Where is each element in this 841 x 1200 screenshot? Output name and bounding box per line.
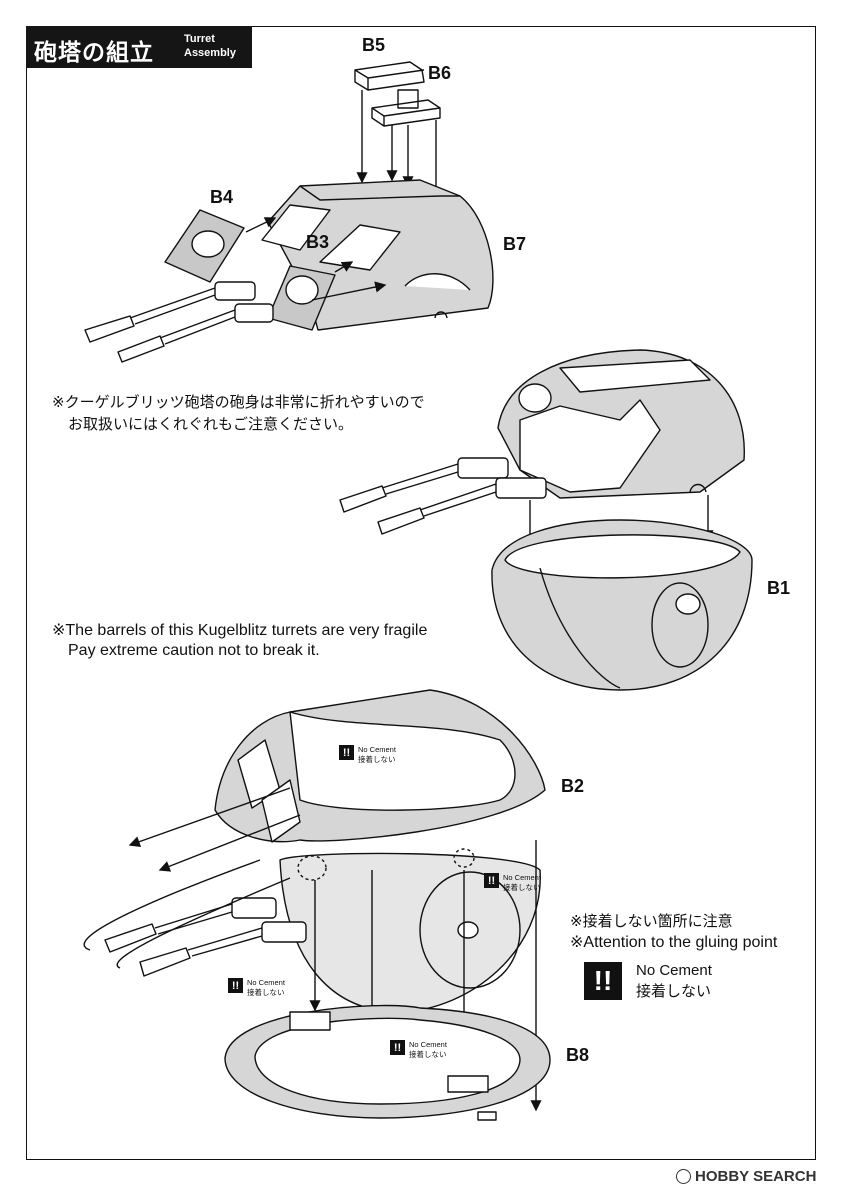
fragile-note-en-line2: Pay extreme caution not to break it. xyxy=(68,642,320,659)
watermark: HOBBY SEARCH xyxy=(676,1168,816,1185)
no-cement-label-en: No Cement xyxy=(636,962,712,979)
gluing-note-jp: ※接着しない箇所に注意 xyxy=(570,912,733,930)
gluing-note-en: ※Attention to the gluing point xyxy=(570,934,778,951)
no-cement-icon: !! xyxy=(484,873,499,888)
no-cement-icon: !! xyxy=(339,745,354,760)
part-label-b1: B1 xyxy=(767,578,791,598)
fragile-note-jp-line2: お取扱いにはくれぐれもご注意ください。 xyxy=(68,415,354,433)
part-label-b2: B2 xyxy=(561,776,585,796)
part-label-b8: B8 xyxy=(566,1045,590,1065)
no-cement-label-en: No Cement xyxy=(358,745,396,754)
no-cement-label-en: No Cement xyxy=(409,1040,447,1049)
part-label-b4: B4 xyxy=(210,187,234,207)
no-cement-label-jp: 接着しない xyxy=(247,988,285,997)
turret-middle-assembly xyxy=(339,349,753,691)
no-cement-label-jp: 接着しない xyxy=(358,755,396,764)
part-label-b7: B7 xyxy=(503,234,527,254)
watermark-text: HOBBY SEARCH xyxy=(695,1168,817,1185)
no-cement-label-en: No Cement xyxy=(503,873,541,882)
no-cement-label-jp: 接着しない xyxy=(503,883,541,892)
hobby-search-logo-icon xyxy=(676,1169,691,1184)
fragile-note-jp-line1: ※クーゲルブリッツ砲塔の砲身は非常に折れやすいので xyxy=(52,393,425,411)
section-title-jp: 砲塔の組立 xyxy=(34,40,154,66)
no-cement-legend: !! No Cement 接着しない xyxy=(584,962,712,1002)
section-title-en-line2: Assembly xyxy=(184,47,236,59)
gluing-legend: ※接着しない箇所に注意 ※Attention to the gluing poi… xyxy=(570,910,777,954)
part-label-b3: B3 xyxy=(306,232,330,252)
turret-bottom-assembly xyxy=(83,689,551,1121)
no-cement-label-jp: 接着しない xyxy=(636,983,712,1000)
part-label-b5: B5 xyxy=(362,35,386,55)
section-title-en-line1: Turret xyxy=(184,33,215,45)
no-cement-icon: !! xyxy=(390,1040,405,1055)
fragile-note-en-line1: ※The barrels of this Kugelblitz turrets … xyxy=(52,622,428,639)
turret-top-assembly xyxy=(84,61,494,363)
no-cement-icon: !! xyxy=(584,962,622,1000)
no-cement-label-jp: 接着しない xyxy=(409,1050,447,1059)
page-frame xyxy=(26,26,816,1160)
no-cement-label-en: No Cement xyxy=(247,978,285,987)
no-cement-icon: !! xyxy=(228,978,243,993)
part-label-b6: B6 xyxy=(428,63,452,83)
section-header: 砲塔の組立 Turret Assembly xyxy=(26,26,252,68)
